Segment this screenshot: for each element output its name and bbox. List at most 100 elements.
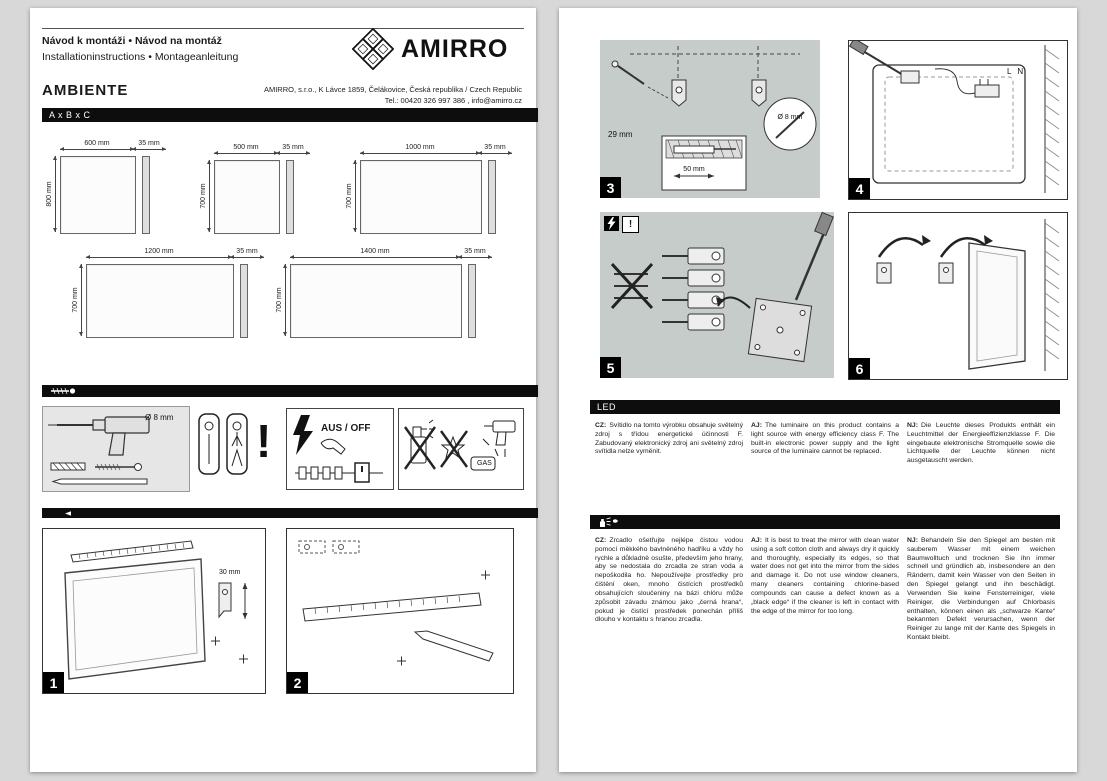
height-dimension: 700 mm: [72, 264, 83, 336]
mirror-front-view: [86, 264, 234, 338]
width-dimension: 600 mm: [60, 140, 134, 152]
mirror-front-view: [290, 264, 462, 338]
mirror-side-view: [488, 160, 496, 234]
language-label: CZ:: [595, 537, 607, 544]
amirro-logo: AMIRRO: [352, 28, 508, 70]
contact-line: Tel.: 00420 326 997 386 , info@amirro.cz: [384, 96, 522, 106]
mirror-side-view: [142, 156, 150, 234]
step-5-diagram: ! 5: [600, 211, 834, 378]
width-dimension: 1000 mm: [360, 144, 480, 156]
height-dimension: 700 mm: [276, 264, 287, 336]
width-dimension: 1200 mm: [86, 248, 232, 260]
ln-terminals-label: L N: [1007, 67, 1026, 76]
led-text-english: AJ:The luminaire on this product contain…: [751, 422, 899, 457]
language-text: Die Leuchte dieses Produkts enthält ein …: [907, 422, 1055, 465]
carry-mirror-icons: [198, 413, 248, 475]
drill-anchor-screw-pencil-icon: [48, 416, 150, 485]
marking-section-bar: [42, 508, 538, 518]
step-5-number-badge: 5: [600, 357, 621, 378]
header-rule: [42, 28, 524, 29]
led-text-german: NJ:Die Leuchte dieses Produkts enthält e…: [907, 422, 1055, 466]
depth-dimension: 35 mm: [230, 248, 264, 260]
depth-dimension: 35 mm: [132, 140, 166, 152]
language-text: It is best to treat the mirror with clea…: [751, 537, 899, 615]
language-label: NJ:: [907, 537, 918, 544]
caution-warning-icon: !: [622, 216, 639, 233]
width-dimension: 500 mm: [214, 144, 278, 156]
language-text: Zrcadlo ošetřujte nejlépe čistou vodou p…: [595, 537, 743, 624]
care-text-english: AJ:It is best to treat the mirror with c…: [751, 537, 899, 616]
no-spray-no-solvent-no-drill-icon: [404, 419, 516, 471]
mirror-diagram-1200x700: 1200 mm 35 mm 700 mm: [70, 248, 276, 340]
bracket-offset-label: 30 mm: [219, 569, 241, 576]
led-text-czech: CZ:Svítidlo na tomto výrobku obsahuje sv…: [595, 422, 743, 457]
step-6-diagram: 6: [848, 212, 1068, 380]
care-section-bar: [590, 515, 1060, 529]
power-off-switch-icon: [293, 415, 383, 483]
step-2-diagram: 2: [286, 528, 514, 694]
step-1-number-badge: 1: [43, 672, 64, 693]
brand-name: AMIRRO: [401, 34, 509, 63]
depth-dimension: 35 mm: [458, 248, 492, 260]
hang-mirror-illustration: [876, 219, 1060, 371]
height-dimension: 700 mm: [200, 160, 211, 232]
led-section-title: LED: [597, 402, 617, 412]
mirror-front-view: [214, 160, 280, 234]
depth-dimension: 35 mm: [478, 144, 512, 156]
handling-warning-panel: !: [196, 406, 282, 490]
language-label: AJ:: [751, 422, 762, 429]
mirror-front-view: [360, 160, 482, 234]
anchor-offset-label: 29 mm: [608, 130, 633, 139]
language-label: AJ:: [751, 537, 762, 544]
tools-section-bar: [42, 385, 538, 397]
title-czech: Návod k montáži • Návod na montáž: [42, 35, 222, 47]
step-1-diagram: 30 mm 1: [42, 528, 266, 694]
height-dimension: 800 mm: [46, 156, 57, 232]
size-section-bar: A x B x C: [42, 108, 538, 122]
step-3-diagram: 29 mm Ø 8 mm 50 mm 3: [600, 40, 820, 198]
mirror-diagram-1000x700: 1000 mm 35 mm 700 mm: [344, 144, 524, 236]
step-6-number-badge: 6: [849, 358, 870, 379]
mirror-front-view: [60, 156, 136, 234]
aus-off-label: AUS / OFF: [321, 423, 371, 434]
title-german: Installationinstructions • Montageanleit…: [42, 51, 239, 63]
level-and-pencil-illustration: [298, 540, 494, 666]
power-off-panel: AUS / OFF: [286, 408, 394, 490]
electrical-connection-illustration: [848, 37, 1060, 193]
depth-dimension: 35 mm: [276, 144, 310, 156]
care-text-german: NJ:Behandeln Sie den Spiegel am besten m…: [907, 537, 1055, 643]
product-name: AMBIENTE: [42, 82, 129, 99]
drill-holes-illustration: [611, 46, 817, 191]
wiring-terminals-illustration: [610, 211, 834, 363]
language-label: NJ:: [907, 422, 918, 429]
amirro-diamond-icon: [352, 28, 394, 70]
mirror-diagram-600x800: 600 mm 35 mm 800 mm: [44, 140, 176, 236]
care-text-czech: CZ:Zrcadlo ošetřujte nejlépe čistou vodo…: [595, 537, 743, 625]
hole-depth-label: 50 mm: [683, 166, 705, 173]
language-label: CZ:: [595, 422, 607, 429]
step-4-diagram: L N 4: [848, 37, 1068, 200]
address-line: AMIRRO, s.r.o., K Lávce 1859, Čelákovice…: [263, 85, 522, 94]
hole-diameter-label: Ø 8 mm: [777, 114, 803, 121]
step-3-number-badge: 3: [600, 177, 621, 198]
company-address: AMIRRO, s.r.o., K Lávce 1859, Čelákovice…: [192, 84, 522, 107]
mirror-side-view: [468, 264, 476, 338]
manual-page-1: Návod k montáži • Návod na montáž Instal…: [30, 8, 538, 772]
electricity-warning-icon: [604, 216, 619, 231]
drill-tools-panel: Ø 8 mm: [42, 406, 190, 492]
language-text: Behandeln Sie den Spiegel am besten mit …: [907, 537, 1055, 642]
mirror-side-view: [286, 160, 294, 234]
manual-page-2: 29 mm Ø 8 mm 50 mm 3 L N 4: [559, 8, 1077, 772]
mirror-diagram-500x700: 500 mm 35 mm 700 mm: [198, 144, 322, 236]
mirror-diagram-1400x700: 1400 mm 35 mm 700 mm: [274, 248, 504, 340]
language-text: The luminaire on this product contains a…: [751, 422, 899, 456]
led-section-bar: LED: [590, 400, 1060, 414]
cleaning-spray-icon: [600, 517, 618, 527]
mark-bracket-position-illustration: [64, 540, 248, 680]
screw-icon: [51, 387, 76, 395]
marker-pen-icon: [50, 510, 71, 516]
gas-label: GAS: [477, 460, 492, 467]
step-2-number-badge: 2: [287, 672, 308, 693]
size-bar-label: A x B x C: [49, 110, 91, 120]
